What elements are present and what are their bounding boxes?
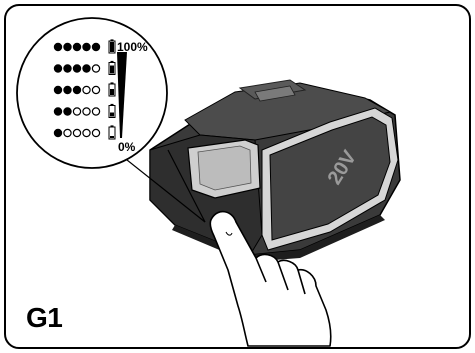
- battery-level-icon-cap: [111, 82, 114, 84]
- battery-level-fill: [110, 136, 114, 138]
- battery-level-icon-cap: [111, 61, 114, 63]
- led-lit-dot: [64, 65, 71, 72]
- led-off-dot: [92, 108, 99, 115]
- battery-level-icon-cap: [111, 39, 114, 41]
- battery-level-icon-cap: [111, 125, 114, 127]
- led-lit-dot: [54, 86, 61, 93]
- battery-level-fill: [110, 113, 114, 117]
- led-off-dot: [83, 86, 90, 93]
- battery-level-fill: [110, 66, 114, 74]
- led-lit-dot: [92, 43, 99, 50]
- led-lit-dot: [64, 108, 71, 115]
- charge-max-label: 100%: [117, 40, 148, 54]
- led-off-dot: [83, 108, 90, 115]
- led-lit-dot: [54, 108, 61, 115]
- charge-min-label: 0%: [118, 140, 135, 154]
- led-lit-dot: [64, 86, 71, 93]
- led-lit-dot: [73, 86, 80, 93]
- led-lit-dot: [73, 43, 80, 50]
- led-off-dot: [64, 129, 71, 136]
- figure-label: G1: [26, 302, 62, 334]
- led-lit-dot: [54, 43, 61, 50]
- led-lit-dot: [83, 65, 90, 72]
- battery-level-fill: [110, 89, 114, 95]
- led-lit-dot: [83, 43, 90, 50]
- led-off-dot: [92, 86, 99, 93]
- led-off-dot: [92, 65, 99, 72]
- led-off-dot: [73, 129, 80, 136]
- charge-button-panel[interactable]: [188, 140, 260, 198]
- led-lit-dot: [73, 65, 80, 72]
- led-lit-dot: [64, 43, 71, 50]
- led-lit-dot: [54, 129, 61, 136]
- battery-level-fill: [110, 42, 114, 52]
- battery-level-icon-cap: [111, 104, 114, 106]
- led-off-dot: [73, 108, 80, 115]
- led-lit-dot: [54, 65, 61, 72]
- led-off-dot: [92, 129, 99, 136]
- led-off-dot: [83, 129, 90, 136]
